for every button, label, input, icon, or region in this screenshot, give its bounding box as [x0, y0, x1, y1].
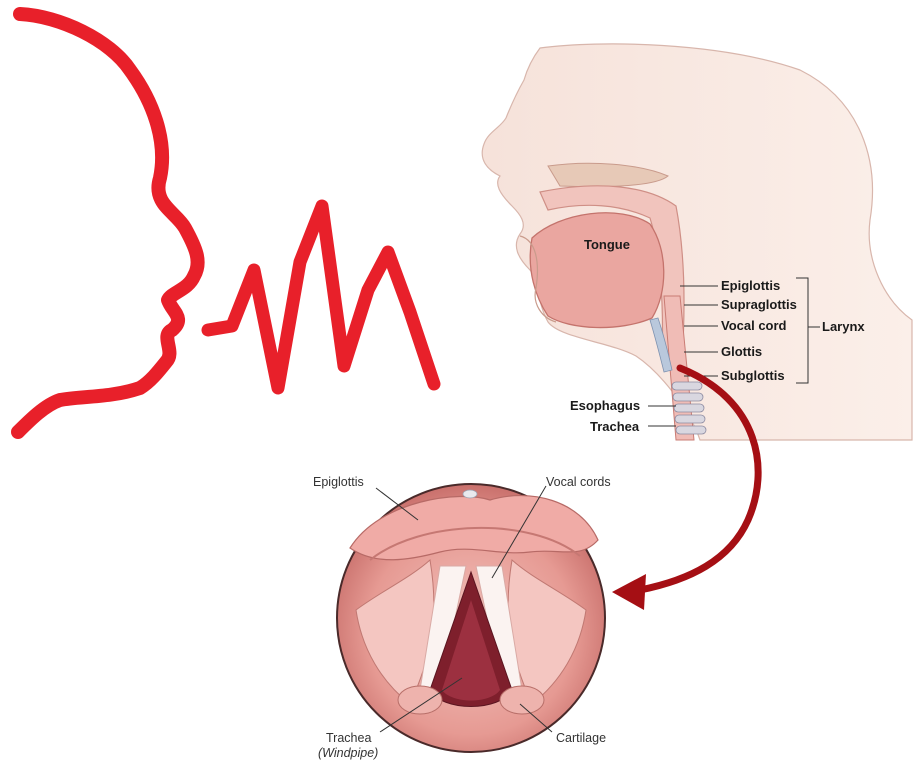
label-cartilage: Cartilage	[556, 731, 606, 745]
speaking-head-icon	[18, 14, 198, 432]
label-subglottis: Subglottis	[721, 368, 785, 383]
head-side-view: Tongue Epiglottis Supraglottis Vocal cor…	[482, 44, 912, 440]
label-supraglottis: Supraglottis	[721, 297, 797, 312]
label-tongue: Tongue	[584, 237, 630, 252]
label-windpipe: (Windpipe)	[318, 746, 378, 760]
label-esophagus: Esophagus	[570, 398, 640, 413]
label-vocal-cord: Vocal cord	[721, 318, 787, 333]
label-top-trachea: Trachea	[326, 731, 371, 745]
sound-wave-icon	[208, 206, 434, 388]
label-epiglottis: Epiglottis	[721, 278, 780, 293]
label-trachea: Trachea	[590, 419, 640, 434]
larynx-top-view: Epiglottis Vocal cords Trachea (Windpipe…	[313, 475, 611, 760]
label-larynx: Larynx	[822, 319, 865, 334]
label-top-epiglottis: Epiglottis	[313, 475, 364, 489]
label-vocal-cords: Vocal cords	[546, 475, 611, 489]
label-glottis: Glottis	[721, 344, 762, 359]
